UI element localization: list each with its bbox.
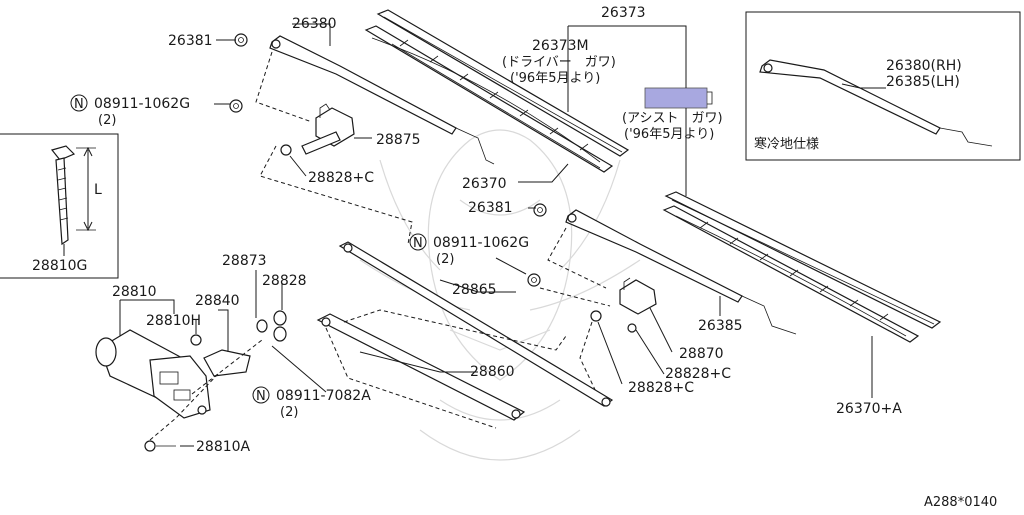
n-symbol-label: N	[413, 236, 423, 251]
note-qty-mid: (2)	[436, 252, 454, 267]
note-date-mid: ('96年5月より)	[624, 127, 714, 142]
n-symbol-mid: N	[409, 233, 427, 251]
callout-28873: 28873	[222, 253, 267, 269]
callout-28810: 28810	[112, 284, 157, 300]
callout-26370A: 26370+A	[836, 401, 902, 417]
callout-26385: 26385	[698, 318, 743, 334]
callout-28828C-r1: 28828+C	[665, 366, 731, 382]
n-symbol-low: N	[252, 386, 270, 404]
callout-28875: 28875	[376, 132, 421, 148]
callout-28828C-top: 28828+C	[308, 170, 374, 186]
note-assist-side: (アシスト ガワ)	[622, 111, 723, 126]
wiper-blade-driver	[364, 9, 630, 173]
inset-cold-region	[745, 11, 1021, 161]
callout-bolt-mid: 08911-1062G	[433, 235, 529, 251]
pivot-28875	[229, 99, 355, 156]
reference-code: A288*0140	[924, 495, 997, 510]
note-date-top: ('96年5月より)	[510, 71, 600, 86]
n-symbol-top: N	[70, 94, 88, 112]
callout-28828: 28828	[262, 273, 307, 289]
wiper-blade-assist	[662, 191, 942, 343]
callout-28865: 28865	[452, 282, 497, 298]
callout-28870: 28870	[679, 346, 724, 362]
assist-blade-highlight	[644, 87, 713, 109]
linkage-28865	[338, 241, 614, 407]
washers-28873-28828	[256, 310, 287, 342]
callout-26380: 26380	[292, 16, 337, 32]
callout-26373M: 26373M	[532, 38, 589, 54]
inset-label-lh: 26385(LH)	[886, 74, 960, 90]
n-symbol-label: N	[74, 97, 84, 112]
wiper-arm-26385	[533, 203, 797, 335]
inset-tie-strap	[0, 133, 119, 279]
inset-label-rh: 26380(RH)	[886, 58, 962, 74]
note-qty-top: (2)	[98, 113, 116, 128]
callout-26370: 26370	[462, 176, 507, 192]
inset-dim-label: L	[94, 182, 102, 198]
callout-26373: 26373	[601, 5, 646, 21]
callout-bolt-top: 08911-1062G	[94, 96, 190, 112]
callout-26381-mid: 26381	[468, 200, 513, 216]
wiper-arm-26380	[234, 33, 495, 165]
inset-part-28810G: 28810G	[32, 258, 87, 274]
callout-26381-top: 26381	[168, 33, 213, 49]
callout-28840: 28840	[195, 293, 240, 309]
wiper-motor-28810	[95, 329, 251, 452]
note-driver-side: (ドライバー ガワ)	[502, 55, 616, 70]
watermark-emblem	[359, 129, 641, 461]
callout-28860: 28860	[470, 364, 515, 380]
callout-bolt-low: 08911-7082A	[276, 388, 371, 404]
leader-lines	[119, 23, 873, 447]
pivot-28870	[527, 273, 657, 333]
inset-note-cold: 寒冷地仕様	[754, 136, 819, 152]
note-qty-low: (2)	[280, 405, 298, 420]
n-symbol-label: N	[256, 389, 266, 404]
callout-28828C-r2: 28828+C	[628, 380, 694, 396]
callout-28810A: 28810A	[196, 439, 251, 455]
callout-28810H: 28810H	[146, 313, 201, 329]
